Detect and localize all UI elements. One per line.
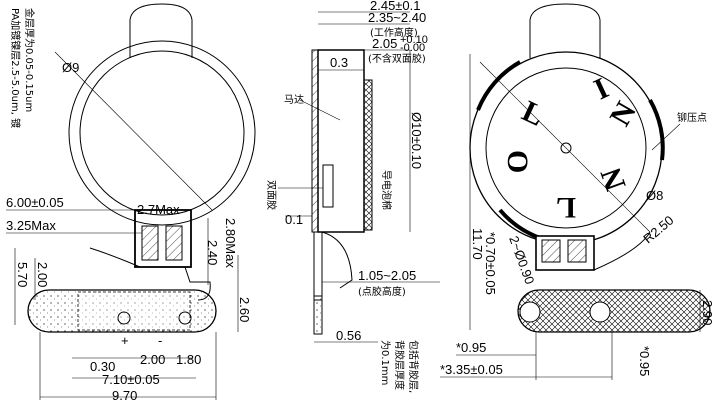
pad-area (77, 291, 191, 331)
dim-2-00-left: 2.00 (35, 262, 50, 287)
dim-2-80: 2.80Max (223, 218, 238, 268)
work-height-note: (工作高度) (370, 26, 418, 39)
backing-note-line-3: 为0.1mm (379, 340, 391, 385)
side-note-line-2: 金层厚为0.05-0.15um (23, 8, 36, 112)
dim-0-70: *0.70±0.05 (483, 232, 498, 295)
left-view: PA加镀镍层2.5-5.0um, 镀 金层厚为0.05-0.15um Ø9 + … (6, 3, 256, 403)
rivet-arc-2 (648, 99, 665, 161)
brand-letter-6: L (556, 191, 576, 224)
motor-label: 马达 (284, 94, 304, 106)
backing-note-line-1: 包括背胶层, (407, 340, 420, 393)
dim-2-7: 2.7Max (137, 202, 180, 217)
side-note-line-1: PA加镀镍层2.5-5.0um, 镀 (9, 8, 22, 128)
dot-glue-note: (点胶高度) (358, 285, 406, 298)
double-tape-label: 双面胶 (265, 180, 278, 210)
brand-letter-4: O (501, 150, 534, 173)
pad-positive (117, 311, 131, 325)
dim-0-1: 0.1 (285, 212, 303, 227)
middle-view: 2.45±0.1 2.35~2.40 (工作高度) 2.05 +0.10 -0.… (265, 0, 440, 393)
connector-pin-left (141, 225, 159, 261)
motor-leader (299, 99, 341, 121)
connector-pin-right (165, 225, 183, 261)
pad-mark-plus: + (121, 333, 129, 348)
r2-50-label: R2.50 (640, 213, 676, 247)
backing-note-line-2: 背胶层厚度 (393, 340, 406, 390)
dim-0-95-b: *0.95 (637, 346, 652, 376)
dim-11-70: 11.70 (470, 228, 485, 260)
motor-outer-body (68, 40, 256, 226)
right-pad-hole-1 (519, 301, 541, 323)
dim-2-05: 2.05 (372, 36, 397, 51)
dim-2-05-tol-top: +0.10 (400, 34, 428, 46)
conductive-foam-label: 导电泡棉 (380, 170, 393, 210)
dim-2-35: 2.35~2.40 (368, 10, 426, 25)
dim-3-25: 3.25Max (6, 218, 56, 233)
dim-3-35: *3.35±0.05 (440, 362, 503, 377)
diameter-label: Ø9 (62, 60, 79, 75)
right-pad-hole-2 (589, 301, 611, 323)
conductive-foam-block (363, 79, 373, 231)
dim-9-70: 9.70 (112, 388, 137, 403)
dim-6-00: 6.00±0.05 (6, 195, 64, 210)
d8-label: Ø8 (646, 188, 663, 203)
dim-5-70: 5.70 (15, 262, 30, 287)
dim-0-56: 0.56 (336, 328, 361, 343)
top-lead-tab (129, 3, 193, 58)
right-pin-left (541, 239, 561, 263)
dim-0-3: 0.3 (330, 55, 348, 70)
dim-2-05-tol-bottom: -0.00 (400, 42, 425, 54)
pad-mark-minus: - (158, 333, 162, 348)
dim-2-40: 2.40 (205, 240, 220, 265)
side-pad (313, 295, 323, 335)
dim-1-80: 1.80 (176, 352, 201, 367)
pad-negative (178, 311, 192, 325)
right-top-tab (529, 3, 601, 58)
center-hole (560, 142, 572, 154)
rivet-arc-1 (476, 60, 521, 111)
dim-phi10: Ø10±0.10 (409, 112, 424, 169)
right-view: L I N O N L 铆压点 Ø8 R2.50 11.70 *0.70±0.0… (440, 3, 715, 380)
dim-0-95-a: *0.95 (456, 340, 486, 355)
r2-50-arc (593, 231, 651, 271)
right-pin-right (567, 239, 587, 263)
motor-inner-ring (79, 50, 245, 216)
double-tape-block (322, 164, 334, 208)
dim-2-0-90: 2~Ø0.90 (506, 234, 537, 286)
no-adhesive-note: (不含双面胶) (368, 52, 426, 65)
connector-housing (134, 209, 192, 268)
right-pad-strip (517, 289, 711, 333)
bottom-pad-strip (27, 289, 217, 333)
diameter-leader (54, 51, 213, 211)
rivet-label: 铆压点 (677, 111, 707, 124)
rivet-leader (651, 123, 681, 151)
motor-shell-wall (311, 49, 319, 233)
dim-1-05: 1.05~2.05 (358, 268, 416, 283)
dim-2-90: 2.90 (700, 300, 715, 325)
dim-0-30: 0.30 (90, 359, 115, 374)
right-inner-ring (485, 67, 647, 229)
dim-2-45: 2.45±0.1 (370, 0, 421, 13)
dim-2-60: 2.60 (237, 297, 252, 322)
dim-7-10: 7.10±0.05 (102, 372, 160, 387)
right-diameter-leader (479, 61, 651, 233)
side-lead (313, 232, 323, 301)
side-wire (321, 231, 353, 289)
dim-2-00-bottom: 2.00 (140, 352, 165, 367)
